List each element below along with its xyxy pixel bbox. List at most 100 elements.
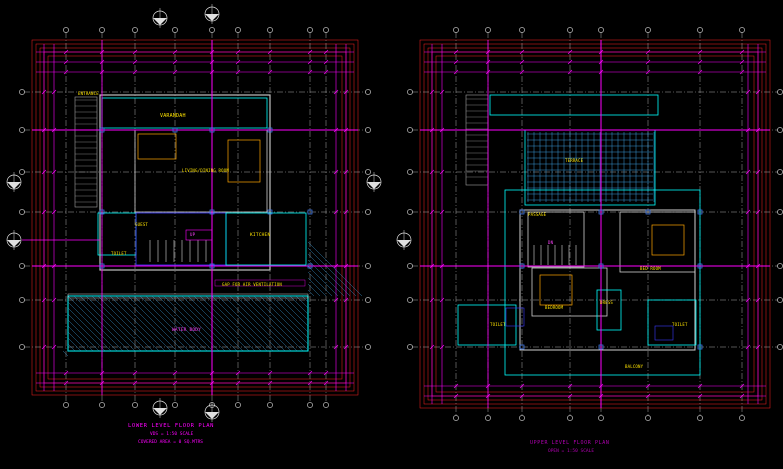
dimension-tick xyxy=(755,89,761,95)
grid-bubble-icon xyxy=(739,415,745,421)
column xyxy=(99,263,105,269)
dimension-frame xyxy=(47,55,343,380)
dimension-tick xyxy=(267,59,273,65)
water-hatch xyxy=(265,295,309,339)
room-label-dress: DRESS xyxy=(600,300,614,305)
dimension-tick xyxy=(739,59,745,65)
grid-bubble-icon xyxy=(519,415,525,421)
water-hatch xyxy=(283,295,309,321)
upper-plan-title: UPPER LEVEL FLOOR PLAN xyxy=(530,440,610,446)
room-label-guest: GUEST xyxy=(135,222,149,227)
water-hatch xyxy=(259,295,309,345)
grid-bubble-icon xyxy=(19,297,25,303)
exterior-wall xyxy=(99,94,271,271)
column xyxy=(697,209,703,215)
dimension-tick xyxy=(41,169,47,175)
grid-bubble-icon xyxy=(19,263,25,269)
dimension-tick xyxy=(51,209,57,215)
room-label-living-dining: LIVING/DINING ROOM xyxy=(182,168,229,173)
dimension-tick xyxy=(755,169,761,175)
bed-1 xyxy=(539,274,573,306)
grid-bubble-icon xyxy=(598,415,604,421)
grid-bubble-icon xyxy=(19,89,25,95)
dimension-tick xyxy=(41,209,47,215)
water-hatch xyxy=(301,295,309,303)
water-hatch xyxy=(67,301,118,352)
grid-bubble-icon xyxy=(407,344,413,350)
lower-plan-grid xyxy=(19,27,371,408)
dimension-tick xyxy=(343,209,349,215)
lower-plan-area: COVERED AREA = 0 SQ.MTRS xyxy=(138,440,204,445)
bed-2 xyxy=(651,224,685,256)
column xyxy=(645,209,651,215)
dimension-tick xyxy=(645,393,651,399)
column xyxy=(267,127,273,133)
dimension-tick xyxy=(645,69,651,75)
room-label-bath-1: TOILET xyxy=(490,322,506,327)
room-label-terrace: TERRACE xyxy=(565,158,584,163)
water-hatch xyxy=(199,295,256,352)
grid-bubble-icon xyxy=(739,27,745,33)
dimension-tick xyxy=(453,383,459,389)
dimension-tick xyxy=(755,344,761,350)
grid-bubble-icon xyxy=(63,27,69,33)
dimension-tick xyxy=(519,59,525,65)
grid-bubble-icon xyxy=(485,27,491,33)
dimension-tick xyxy=(63,49,69,55)
water-hatch xyxy=(85,295,142,352)
water-hatch xyxy=(193,295,250,352)
dimension-tick xyxy=(519,69,525,75)
water-hatch xyxy=(253,295,309,351)
dimension-tick xyxy=(453,69,459,75)
water-hatch xyxy=(121,295,178,352)
grid-bubble-icon xyxy=(453,27,459,33)
dimension-tick xyxy=(739,49,745,55)
dress-room xyxy=(596,289,622,331)
dimension-tick xyxy=(333,297,339,303)
dimension-tick xyxy=(172,370,178,376)
water-hatch xyxy=(211,295,268,352)
grid-bubble-icon xyxy=(267,27,273,33)
dimension-tick xyxy=(41,344,47,350)
bathtub-2 xyxy=(505,307,525,327)
dimension-tick xyxy=(307,69,313,75)
dimension-tick xyxy=(172,49,178,55)
water-hatch xyxy=(145,295,202,352)
dimension-tick xyxy=(567,383,573,389)
upper-outline xyxy=(504,189,701,376)
dimension-tick xyxy=(697,59,703,65)
dimension-tick xyxy=(333,169,339,175)
column xyxy=(519,344,525,350)
dimension-tick xyxy=(235,370,241,376)
grid-bubble-icon xyxy=(19,127,25,133)
grid-bubble-icon xyxy=(172,402,178,408)
entrance-steps xyxy=(74,96,98,208)
grid-bubble-icon xyxy=(598,27,604,33)
column xyxy=(209,209,215,215)
room-label-stair-dn: DN xyxy=(548,240,554,245)
column xyxy=(267,209,273,215)
dimension-frame xyxy=(419,39,771,409)
dimension-tick xyxy=(697,393,703,399)
dimension-tick xyxy=(333,209,339,215)
gap-label-box xyxy=(214,279,306,287)
dimension-tick xyxy=(132,69,138,75)
upper-plan-grid xyxy=(407,27,783,421)
water-hatch xyxy=(97,295,154,352)
dimension-tick xyxy=(645,49,651,55)
lower-plan-walls xyxy=(32,40,363,395)
room-label-passage: PASSAGE xyxy=(528,212,547,217)
water-hatch xyxy=(175,295,232,352)
grid-bubble-icon xyxy=(407,169,413,175)
water-hatch xyxy=(73,295,130,352)
dimension-frame xyxy=(39,47,351,388)
bath-2 xyxy=(647,299,697,346)
room-label-gap: GAP FOR AIR VENTILATION xyxy=(222,282,282,287)
dimension-tick xyxy=(697,69,703,75)
grid-bubble-icon xyxy=(323,27,329,33)
section-markers xyxy=(6,4,412,422)
grid-bubble-icon xyxy=(365,89,371,95)
dimension-tick xyxy=(343,297,349,303)
water-hatch xyxy=(307,241,363,297)
dimension-tick xyxy=(519,393,525,399)
